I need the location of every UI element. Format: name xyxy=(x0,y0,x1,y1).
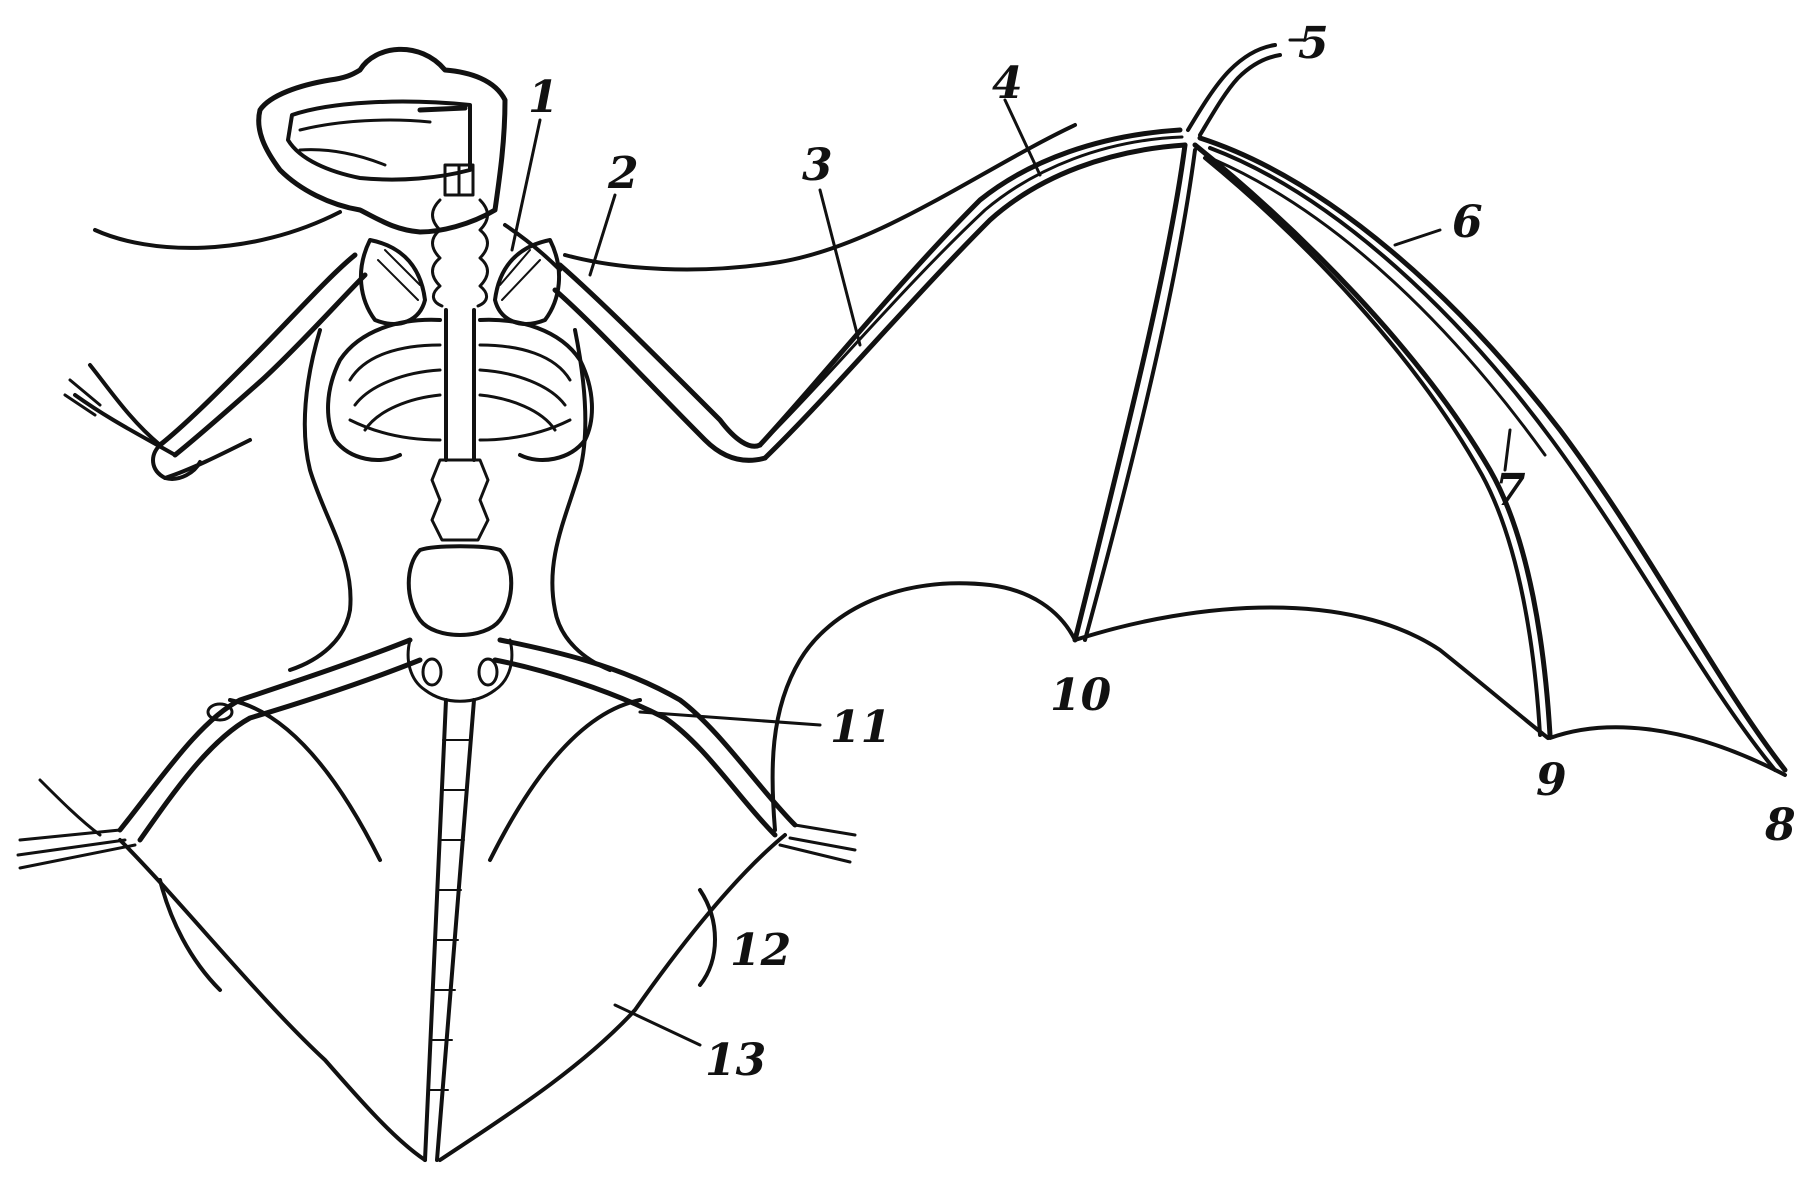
label-4: 4 xyxy=(992,58,1023,109)
label-8: 8 xyxy=(1764,800,1796,851)
left-leg xyxy=(18,640,420,868)
label-7: 7 xyxy=(1495,465,1526,516)
tail xyxy=(425,700,474,1160)
leader-4 xyxy=(1005,100,1040,175)
tail-membrane xyxy=(120,700,785,1160)
skull xyxy=(95,49,505,248)
label-2: 2 xyxy=(607,148,639,199)
pelvis xyxy=(408,546,512,701)
label-5: 5 xyxy=(1298,18,1329,69)
label-13: 13 xyxy=(705,1035,766,1086)
label-11: 11 xyxy=(830,702,891,753)
right-wing xyxy=(555,45,1785,830)
right-leg xyxy=(495,640,855,862)
shoulder-girdle xyxy=(361,225,560,324)
label-10: 10 xyxy=(1050,670,1112,721)
labels: 1 2 3 4 5 6 7 8 9 10 11 12 13 xyxy=(528,18,1796,1086)
rib-cage xyxy=(328,320,592,460)
label-1: 1 xyxy=(528,72,559,123)
leader-3 xyxy=(820,190,860,345)
leader-6 xyxy=(1395,230,1440,245)
label-3: 3 xyxy=(802,140,833,191)
leader-1 xyxy=(512,120,540,250)
label-6: 6 xyxy=(1452,197,1483,248)
label-9: 9 xyxy=(1536,755,1567,806)
leader-13 xyxy=(615,1005,700,1045)
left-arm xyxy=(65,255,365,479)
label-12: 12 xyxy=(730,925,791,976)
leader-7 xyxy=(1505,430,1510,470)
body-outline xyxy=(290,330,610,670)
